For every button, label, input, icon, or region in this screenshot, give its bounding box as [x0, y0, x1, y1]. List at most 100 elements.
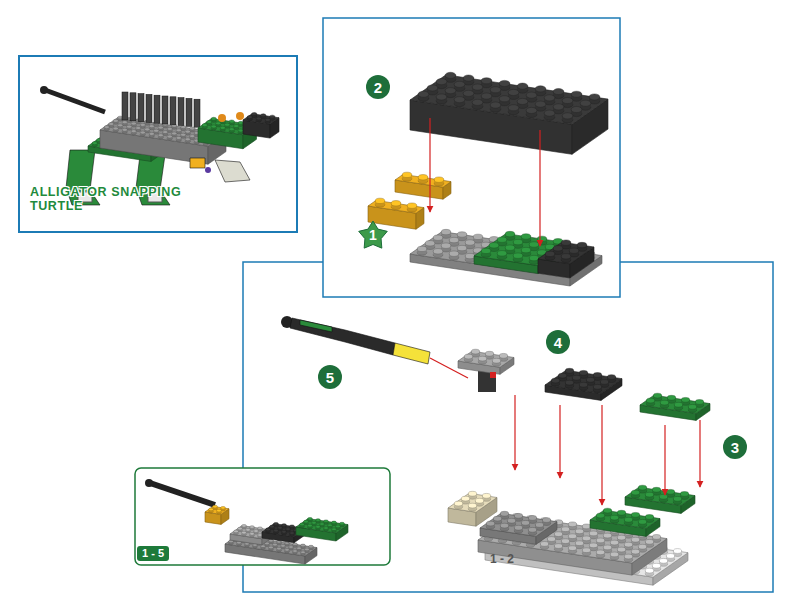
stud — [454, 97, 465, 103]
brick — [410, 229, 602, 286]
stud — [507, 518, 515, 523]
stud — [499, 96, 510, 102]
stud — [575, 529, 583, 534]
stud — [490, 102, 501, 108]
stud — [202, 124, 207, 127]
brick-face — [296, 519, 348, 533]
stud — [528, 527, 536, 532]
stud — [513, 239, 523, 244]
stud — [290, 525, 295, 528]
stud — [486, 521, 494, 526]
stud — [551, 378, 559, 383]
stud — [270, 525, 275, 528]
stud — [261, 114, 266, 117]
stud — [181, 126, 186, 129]
stud — [246, 528, 251, 531]
stud — [140, 123, 145, 126]
stud — [631, 490, 639, 495]
stud — [149, 132, 154, 135]
stud — [493, 516, 501, 521]
stud — [140, 131, 145, 134]
stud — [465, 240, 475, 245]
stud — [481, 248, 491, 253]
model-panel: ALLIGATOR SNAPPING TURTLE — [18, 55, 298, 233]
stud — [572, 375, 580, 380]
stud — [269, 546, 274, 549]
stud — [238, 129, 243, 132]
stud — [131, 130, 136, 133]
stud — [526, 107, 537, 113]
brick-face — [632, 539, 667, 576]
jaw — [215, 160, 250, 182]
stud — [624, 517, 632, 522]
stud — [270, 115, 275, 118]
stud — [238, 527, 243, 530]
stud — [211, 125, 216, 128]
tail-piece — [290, 318, 395, 355]
brick-face — [545, 370, 622, 393]
stud — [680, 492, 688, 497]
stud — [575, 541, 583, 546]
brick-face — [480, 513, 557, 536]
stud — [149, 125, 154, 128]
stud — [500, 511, 508, 516]
stud — [256, 117, 261, 120]
step-number: 5 — [326, 370, 334, 385]
stud — [610, 540, 618, 545]
stud — [252, 112, 257, 115]
stud — [472, 99, 483, 105]
stud — [674, 402, 682, 407]
stud — [603, 533, 611, 538]
stud — [220, 126, 225, 129]
stud — [436, 94, 447, 100]
brick — [590, 508, 660, 536]
stud — [603, 545, 611, 550]
assembly-arrow — [664, 425, 665, 495]
stud — [659, 494, 667, 499]
stud — [229, 128, 234, 131]
stud — [499, 80, 510, 86]
stud — [127, 125, 132, 128]
stud — [582, 548, 590, 553]
inset-panel — [135, 468, 390, 565]
stud — [308, 524, 313, 527]
stud — [449, 251, 459, 256]
stud — [631, 549, 639, 554]
stud — [300, 523, 305, 526]
eye — [218, 114, 226, 122]
stud — [433, 235, 443, 240]
stud — [617, 510, 625, 515]
stud — [526, 92, 537, 98]
stud — [185, 138, 190, 141]
step-range-badge: 1 - 5 — [137, 546, 169, 561]
brick — [296, 517, 348, 541]
stud — [277, 547, 282, 550]
stud — [659, 558, 667, 563]
stud — [579, 382, 587, 387]
stud — [391, 201, 401, 206]
stud — [172, 132, 177, 135]
stud — [312, 521, 317, 524]
stud — [472, 84, 483, 90]
stud — [514, 513, 522, 518]
stud — [561, 254, 571, 259]
stud — [596, 550, 604, 555]
step-number: 2 — [374, 80, 382, 95]
stud — [316, 525, 321, 528]
brick-face — [640, 395, 710, 413]
tail — [45, 90, 105, 112]
stud — [282, 524, 287, 527]
stud — [445, 72, 456, 78]
stud — [471, 349, 479, 354]
stud — [473, 234, 483, 239]
stud — [617, 547, 625, 552]
stud — [289, 546, 294, 549]
stud — [624, 542, 632, 547]
brick-face — [681, 496, 695, 514]
tail-stripe — [300, 320, 332, 332]
stud — [490, 87, 501, 93]
stud — [577, 242, 587, 247]
stud — [666, 554, 674, 559]
stud — [167, 135, 172, 138]
stud — [553, 246, 563, 251]
